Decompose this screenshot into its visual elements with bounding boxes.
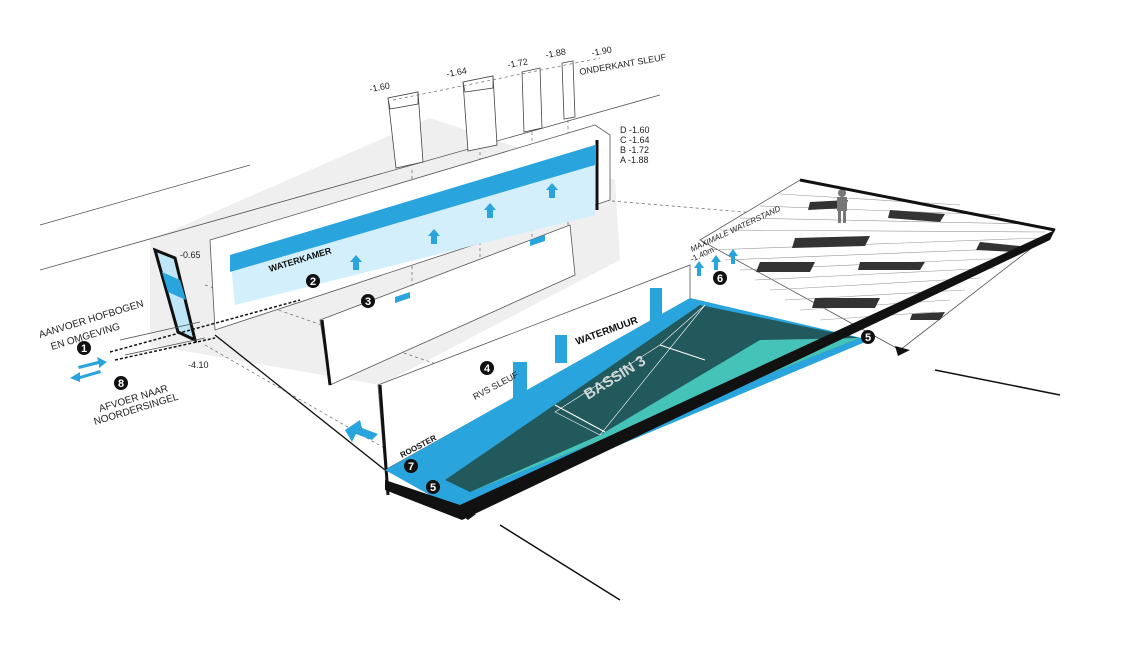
svg-text:4: 4 [484,363,491,375]
bleacher-edge [799,178,1056,232]
marker-2: 2 [306,274,320,288]
ground-line [499,524,621,601]
outflow-arrow-icon [895,346,910,356]
court-divider [554,304,706,436]
wall-edge [378,384,390,496]
benches [756,200,1020,320]
pipe [109,299,386,471]
marker-8: 8 [114,376,128,390]
level-label: -1.60 [369,81,391,94]
ground-line [39,164,251,226]
svg-text:8: 8 [118,378,124,390]
marker-1: 1 [77,341,91,355]
slot-water [530,235,545,246]
up-arrows [350,183,558,270]
return-arrow-icon [345,420,378,442]
flow-arrows-icon [70,357,107,382]
level-label: -1.72 [507,57,529,70]
legend-level: A -1.88 [620,155,649,165]
legend-level: D -1.60 [620,125,650,135]
outflow-arrow-icon [458,512,476,520]
svg-text:2: 2 [310,276,316,288]
inlet-water [162,272,186,300]
marker-5b: 5 [861,330,875,344]
court-line [554,404,606,433]
waterkamer-surface [230,145,595,272]
legend-level: C -1.64 [620,135,650,145]
slot-panels [387,60,576,169]
rise-arrows [694,249,738,276]
svg-text:7: 7 [408,461,414,473]
level-label: -1.90 [591,45,613,58]
marker-5: 5 [426,480,440,494]
level-label: -1.64 [446,66,468,79]
svg-text:5: 5 [430,482,436,494]
marker-7: 7 [404,459,418,473]
court-line [659,344,706,361]
level-label: -0.65 [180,250,201,260]
ground-line [39,94,661,271]
level-label: -4.10 [188,360,209,370]
level-label: -1.88 [545,47,567,60]
legend-level: B -1.72 [620,145,649,155]
svg-text:5: 5 [865,332,871,344]
marker-4: 4 [480,361,494,375]
marker-6: 6 [713,271,727,285]
ground-line [934,369,1061,396]
svg-text:6: 6 [717,273,723,285]
person-icon [837,189,847,223]
slot-water [395,292,410,303]
svg-text:3: 3 [365,296,371,308]
channel-edge [320,319,332,386]
svg-text:1: 1 [81,343,87,355]
marker-3: 3 [361,294,375,308]
